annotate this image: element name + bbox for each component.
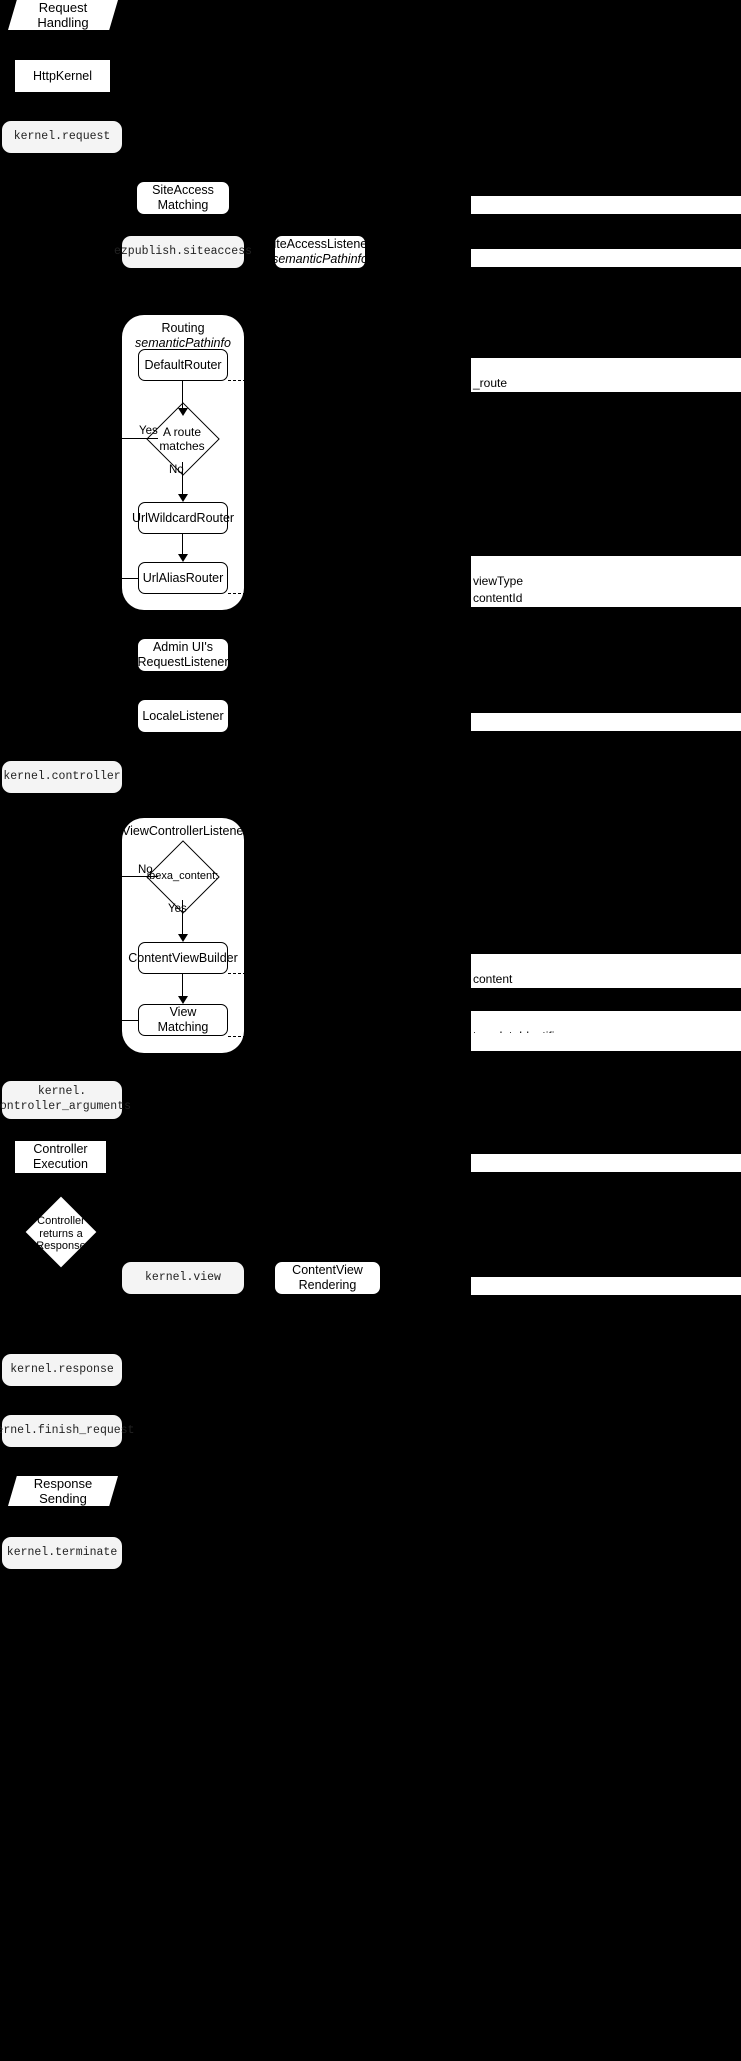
node-url-alias-router-label: UrlAliasRouter — [142, 570, 224, 585]
dashed-link-content-view-builder — [228, 973, 276, 974]
arrowhead-to-url-alias-router — [178, 554, 188, 562]
event-kernel-view-label: kernel.view — [145, 1270, 221, 1284]
connector-yes-branch-ibexa — [182, 900, 184, 938]
event-ezpublish-siteaccess-label: ezpublish.siteaccess — [113, 244, 253, 258]
event-kernel-controller-arguments: kernel. controller_arguments — [0, 1081, 131, 1119]
connector-builder-to-matching — [182, 974, 184, 1000]
connector-view-matching-left — [122, 1020, 139, 1022]
node-admin-ui-request-listener-label: Admin UI's RequestListener — [137, 640, 229, 669]
annotation-content-location-text: content location — [473, 972, 515, 1003]
banner-request-handling-label: Request Handling — [37, 0, 89, 30]
annotation-viewtype: viewType contentId locationId — [471, 556, 741, 622]
event-kernel-response-label: kernel.response — [10, 1362, 114, 1376]
node-admin-ui-request-listener: Admin UI's RequestListener — [137, 639, 229, 671]
annotation-semanticpathinfo-text: semanticPathinfo — [473, 267, 566, 281]
annotation-siteaccess-text: siteaccess — [473, 214, 530, 228]
node-httpkernel: HttpKernel — [15, 60, 110, 92]
node-siteaccess-listener-subtitle: semanticPathinfo — [272, 252, 368, 266]
connector-default-router-to-decision — [182, 381, 184, 413]
node-url-alias-router: UrlAliasRouter — [138, 562, 228, 594]
decision-no-label-ibexa: No — [138, 864, 153, 876]
event-kernel-controller-label: kernel.controller — [3, 769, 121, 783]
banner-request-handling: Request Handling — [8, 0, 118, 30]
banner-response-sending-label: Response Sending — [33, 1476, 93, 1506]
arrowhead-to-content-view-builder — [178, 934, 188, 942]
annotation-siteaccess: siteaccess — [471, 196, 741, 228]
banner-response-sending: Response Sending — [8, 1476, 118, 1506]
connector-no-branch-ibexa — [122, 876, 158, 878]
node-controller-execution: Controller Execution — [15, 1141, 106, 1173]
decision-no-label-route: No — [169, 464, 184, 476]
dashed-link-default-router — [228, 380, 276, 381]
annotation-response-text: response — [473, 1295, 523, 1309]
annotation-locale-text: _locale — [473, 731, 512, 745]
arrowhead-to-decision — [178, 408, 188, 416]
annotation-semanticpathinfo: semanticPathinfo — [471, 249, 741, 281]
connector-wildcard-to-alias — [182, 534, 184, 558]
annotation-route-controller-text: _route _controller — [473, 376, 530, 407]
node-locale-listener-label: LocaleListener — [142, 708, 224, 723]
dashed-link-view-matching — [228, 1036, 276, 1037]
annotation-view: view — [471, 1033, 741, 1065]
connector-alias-left — [122, 578, 139, 580]
annotation-response-view: response/view — [471, 1154, 741, 1186]
annotation-locale: _locale — [471, 713, 741, 745]
event-kernel-view: kernel.view — [122, 1262, 244, 1294]
event-ezpublish-siteaccess: ezpublish.siteaccess — [114, 236, 252, 268]
event-kernel-controller-arguments-label: kernel. controller_arguments — [0, 1085, 132, 1113]
dashed-link-url-alias-router — [228, 593, 276, 594]
node-siteaccess-matching: SiteAccess Matching — [137, 182, 229, 214]
node-controller-execution-label: Controller Execution — [33, 1142, 88, 1171]
arrowhead-to-view-matching — [178, 996, 188, 1004]
node-siteaccess-listener: SiteAccessListener: semanticPathinfo — [265, 236, 375, 268]
event-kernel-request-label: kernel.request — [13, 129, 111, 143]
event-kernel-terminate: kernel.terminate — [2, 1537, 122, 1569]
node-locale-listener: LocaleListener — [138, 700, 228, 732]
node-httpkernel-label: HttpKernel — [32, 68, 93, 83]
decision-controller-returns-response — [25, 1196, 97, 1268]
annotation-view-text: view — [473, 1051, 498, 1065]
node-default-router-label: DefaultRouter — [144, 357, 222, 372]
group-routing-title-line1: Routing — [161, 321, 205, 335]
node-contentview-rendering-label: ContentView Rendering — [292, 1263, 363, 1292]
event-kernel-response: kernel.response — [2, 1354, 122, 1386]
event-kernel-finish-request: kernel.finish_request — [0, 1415, 134, 1447]
decision-yes-label-ibexa: Yes — [168, 903, 187, 915]
node-content-view-builder: ContentViewBuilder — [128, 942, 238, 974]
group-view-controller-listener-title-line1: ViewControllerListener — [122, 824, 248, 838]
annotation-content-location: content location — [471, 954, 741, 1003]
node-contentview-rendering: ContentView Rendering — [275, 1262, 380, 1294]
group-routing-title-italic: semanticPathinfo — [135, 335, 231, 350]
annotation-response-view-text: response/view — [473, 1172, 550, 1186]
event-kernel-request: kernel.request — [2, 121, 122, 153]
node-siteaccess-matching-label: SiteAccess Matching — [152, 183, 214, 212]
node-default-router: DefaultRouter — [138, 349, 228, 381]
annotation-response: response — [471, 1277, 741, 1309]
event-kernel-controller: kernel.controller — [2, 761, 122, 793]
group-view-controller-listener-title: ViewControllerListener — [122, 824, 248, 839]
decision-yes-label-route: Yes — [139, 425, 158, 437]
arrowhead-to-url-wildcard-router — [178, 494, 188, 502]
annotation-viewtype-text: viewType contentId locationId — [473, 574, 525, 622]
node-view-matching-label: View Matching — [157, 1005, 209, 1034]
node-view-matching: View Matching — [138, 1004, 228, 1036]
event-kernel-terminate-label: kernel.terminate — [6, 1545, 118, 1559]
node-siteaccess-listener-label: SiteAccessListener: — [265, 237, 375, 252]
node-content-view-builder-label: ContentViewBuilder — [128, 950, 238, 965]
node-url-wildcard-router: UrlWildcardRouter — [132, 502, 234, 534]
node-url-wildcard-router-label: UrlWildcardRouter — [131, 510, 235, 525]
connector-no-branch-route — [182, 462, 184, 498]
connector-yes-branch-route — [122, 438, 158, 440]
event-kernel-finish-request-label: kernel.finish_request — [0, 1423, 135, 1437]
annotation-route-controller: _route _controller — [471, 358, 741, 407]
